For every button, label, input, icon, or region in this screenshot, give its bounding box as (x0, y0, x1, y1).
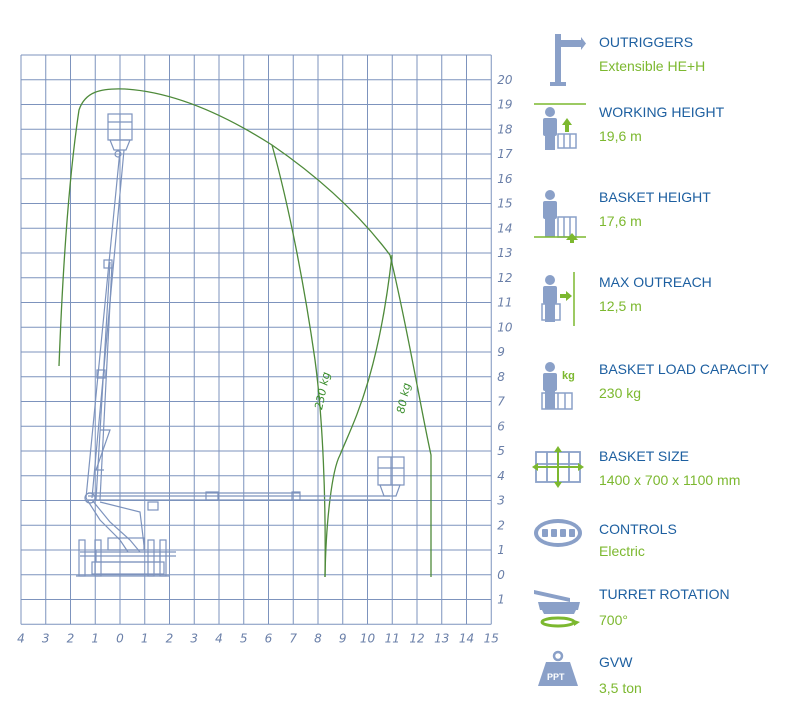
spec-title: BASKET SIZE (599, 448, 689, 464)
y-tick-label: 2 (497, 518, 505, 532)
y-tick-label: 4 (497, 469, 505, 483)
x-tick-label: 4 (215, 631, 223, 645)
y-tick-label: 11 (497, 296, 512, 310)
turret-rotation-icon (534, 590, 580, 628)
envelope-inner (271, 144, 326, 578)
y-tick-label: 16 (497, 172, 513, 186)
spec-turret-rotation: TURRET ROTATION 700° (530, 580, 795, 650)
x-tick-label: 5 (240, 631, 248, 645)
spec-title: GVW (599, 654, 633, 670)
y-tick-label: 1 (497, 593, 505, 607)
y-tick-label: 9 (497, 345, 505, 359)
zone-label-80kg: 80 kg (394, 382, 413, 415)
spec-title: CONTROLS (599, 521, 677, 537)
spec-value: 12,5 m (599, 298, 642, 314)
y-tick-label: 12 (497, 271, 512, 285)
spec-value: 17,6 m (599, 213, 642, 229)
spec-title: OUTRIGGERS (599, 34, 694, 50)
x-tick-label: 7 (289, 631, 297, 645)
aerial-platform-drawing (76, 113, 405, 577)
spec-title: BASKET HEIGHT (599, 189, 711, 205)
x-tick-label: 15 (484, 631, 499, 645)
y-tick-label: 8 (497, 370, 505, 384)
x-tick-label: 1 (141, 631, 149, 645)
basket-load-icon: kg (541, 362, 575, 410)
spec-working-height: WORKING HEIGHT 19,6 m (530, 98, 795, 168)
x-tick-label: 2 (67, 631, 75, 645)
spec-value: 19,6 m (599, 128, 642, 144)
y-tick-label: 19 (497, 98, 512, 112)
working-height-icon (534, 103, 586, 150)
x-tick-label: 9 (339, 631, 347, 645)
spec-title: BASKET LOAD CAPACITY (599, 361, 769, 377)
y-tick-label: 5 (497, 444, 505, 458)
x-tick-label: 0 (116, 631, 124, 645)
spec-value: 3,5 ton (599, 680, 642, 696)
y-tick-label: 0 (497, 568, 505, 582)
outriggers-icon (550, 34, 586, 86)
y-tick-label: 18 (497, 122, 513, 136)
y-tick-label: 14 (497, 221, 512, 235)
basket-height-icon (534, 190, 586, 243)
y-tick-label: 1 (497, 543, 505, 557)
spec-controls: CONTROLS Electric (530, 515, 795, 585)
x-tick-label: 14 (459, 631, 474, 645)
y-tick-label: 3 (497, 494, 505, 508)
y-tick-label: 13 (497, 246, 512, 260)
spec-basket-load: kg BASKET LOAD CAPACITY 230 kg (530, 355, 795, 425)
spec-basket-height: BASKET HEIGHT 17,6 m (530, 183, 795, 253)
x-tick-label: 4 (17, 631, 25, 645)
x-tick-label: 6 (265, 631, 273, 645)
x-tick-label: 2 (166, 631, 174, 645)
spec-value: 230 kg (599, 385, 642, 401)
max-outreach-icon (541, 272, 575, 326)
x-tick-label: 13 (434, 631, 449, 645)
x-tick-label: 1 (91, 631, 99, 645)
y-tick-label: 10 (497, 320, 513, 334)
x-tick-label: 12 (409, 631, 424, 645)
spec-max-outreach: MAX OUTREACH 12,5 m (530, 268, 795, 338)
grid (20, 54, 492, 625)
y-tick-label: 20 (497, 73, 513, 87)
envelope-outer (58, 88, 432, 577)
x-tick-label: 3 (42, 631, 50, 645)
y-tick-label: 7 (497, 395, 505, 409)
spec-title: WORKING HEIGHT (599, 104, 725, 120)
envelope-mid (324, 254, 393, 578)
working-envelope (58, 88, 432, 578)
controls-icon (534, 519, 582, 547)
spec-title: MAX OUTREACH (599, 274, 712, 290)
spec-outriggers: OUTRIGGERS Extensible HE+H (530, 28, 795, 98)
x-tick-label: 8 (314, 631, 322, 645)
y-tick-label: 6 (497, 419, 505, 433)
spec-value: 700° (599, 612, 628, 628)
x-tick-label: 11 (385, 631, 400, 645)
load-badge: kg (562, 370, 575, 382)
y-tick-label: 17 (497, 147, 513, 161)
spec-title: TURRET ROTATION (599, 586, 730, 602)
x-tick-label: 10 (360, 631, 376, 645)
weight-badge: PPT (547, 672, 565, 682)
spec-value: Electric (599, 543, 645, 559)
y-tick-label: 15 (497, 197, 512, 211)
spec-basket-size: BASKET SIZE 1400 x 700 x 1100 mm (530, 442, 795, 512)
spec-value: Extensible HE+H (599, 58, 706, 74)
gvw-icon: PPT (538, 650, 578, 686)
spec-gvw: PPT GVW 3,5 ton (530, 648, 795, 718)
basket-size-icon (532, 446, 584, 488)
spec-value: 1400 x 700 x 1100 mm (599, 472, 741, 488)
x-tick-label: 3 (190, 631, 198, 645)
